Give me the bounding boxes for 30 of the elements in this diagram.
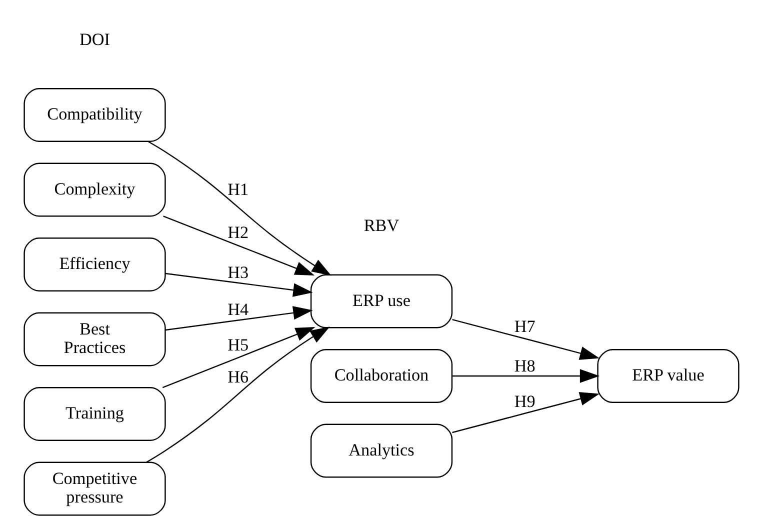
edge-label: H1 xyxy=(227,179,248,198)
label: RBV xyxy=(363,216,399,235)
arrow xyxy=(164,306,312,330)
node-box: ERP value xyxy=(596,348,739,402)
arrow xyxy=(162,326,315,388)
label: DOI xyxy=(79,29,110,48)
edge-label: H9 xyxy=(514,391,535,410)
edge-label: H5 xyxy=(227,335,248,354)
arrow xyxy=(147,140,331,276)
edge-label: H2 xyxy=(227,222,248,242)
node-box: Competitive pressure xyxy=(23,461,166,516)
arrow xyxy=(164,272,312,296)
arrow xyxy=(162,215,314,275)
node-box: ERP use xyxy=(310,274,452,328)
node-box: Efficiency xyxy=(23,237,166,291)
node-box: Collaboration xyxy=(310,348,452,402)
arrow xyxy=(146,326,330,462)
node-box: Compatibility xyxy=(23,88,166,142)
edge-label: H7 xyxy=(514,316,535,336)
edge-label: H3 xyxy=(227,262,248,282)
edge-label: H6 xyxy=(227,366,248,386)
edge-label: H4 xyxy=(227,299,248,318)
arrow xyxy=(452,392,599,433)
arrow xyxy=(452,368,600,382)
arrow xyxy=(452,318,599,360)
node-box: Complexity xyxy=(23,162,166,216)
node-box: Best Practices xyxy=(23,312,166,366)
edge-label: H8 xyxy=(514,356,535,375)
node-box: Training xyxy=(23,386,166,440)
node-box: Analytics xyxy=(310,423,452,478)
